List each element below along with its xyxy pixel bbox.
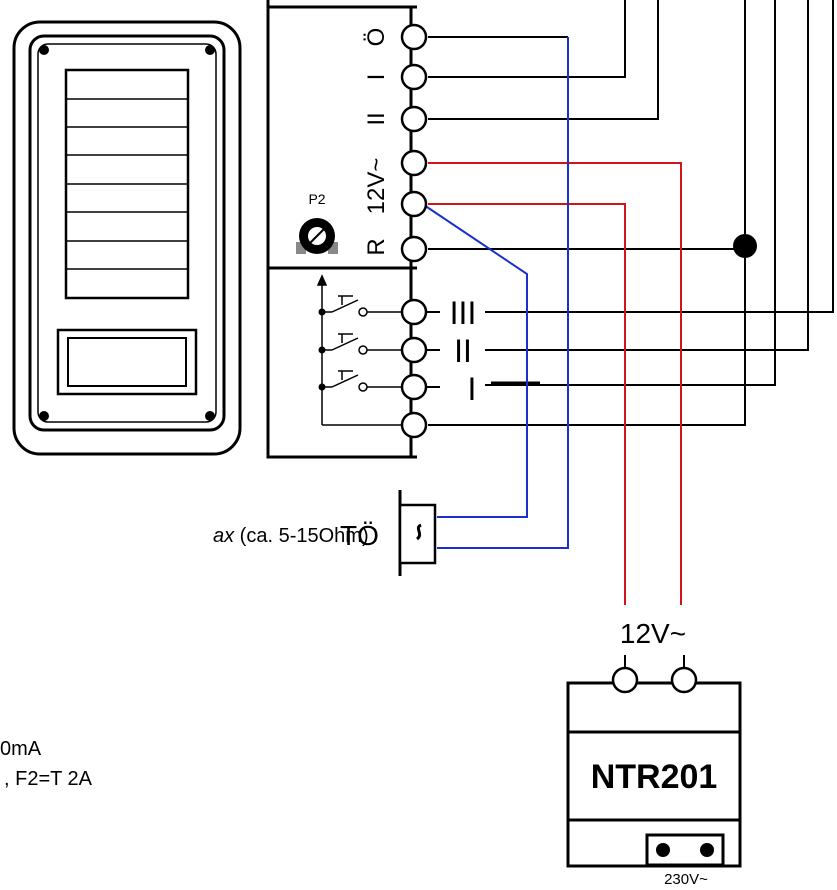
push-buttons <box>316 274 402 426</box>
terminal-screw-icon <box>400 373 428 401</box>
terminal-label-r: R <box>363 238 390 255</box>
terminal-screw-icon <box>400 336 428 364</box>
terminal-screw-icon <box>400 23 428 51</box>
terminal-module <box>266 0 417 459</box>
speaker-grille <box>64 68 190 300</box>
junction-dot <box>318 308 326 316</box>
junction-dot <box>733 234 757 258</box>
terminal-screw-icon <box>400 235 428 263</box>
bottom-terminal-screws <box>400 298 428 439</box>
transformer-name: NTR201 <box>591 758 718 796</box>
terminal-screw-icon <box>400 149 428 177</box>
terminal-label-i: I <box>363 74 390 81</box>
resistance-note-rest: (ca. 5-15Ohm) <box>234 525 368 547</box>
coil-icon <box>415 523 422 541</box>
resistance-note: ax (ca. 5-15Ohm) <box>213 525 369 547</box>
door-opener: TÖ <box>340 490 437 576</box>
screw-icon <box>205 45 215 55</box>
mains-label: 230V~ <box>664 871 708 888</box>
potentiometer-label: P2 <box>308 191 325 207</box>
door-station-panel <box>12 20 242 456</box>
screw-icon <box>205 411 215 421</box>
terminal-label-12v: 12V~ <box>363 158 390 215</box>
mains-connector <box>645 833 725 867</box>
terminal-screw-icon <box>400 411 428 439</box>
button-label-ii: II <box>454 333 472 369</box>
button-label-i: I <box>468 371 477 407</box>
fuse-note: , F2=T 2A <box>4 768 93 790</box>
terminal-screw-icon <box>400 190 428 218</box>
top-terminal-screws <box>400 23 428 263</box>
terminal-label-oe: Ö <box>363 28 390 47</box>
transformer-ntr201: 12V~ NTR201 230V~ <box>566 618 742 888</box>
door-opener-label: TÖ <box>340 520 379 551</box>
connector-pin-icon <box>700 843 714 857</box>
terminal-screw-icon <box>400 63 428 91</box>
screw-icon <box>39 45 49 55</box>
connector-pin-icon <box>656 843 670 857</box>
red-wires <box>428 162 682 605</box>
terminal-screw-icon <box>611 666 639 694</box>
transformer-input-label: 12V~ <box>620 618 686 649</box>
screw-icon <box>39 411 49 421</box>
black-wires <box>428 0 834 426</box>
button-label-iii: III <box>450 295 477 331</box>
resistance-note-italic: ax <box>213 525 235 547</box>
blue-wires <box>423 37 569 549</box>
junction-dot <box>318 383 326 391</box>
current-note: 0mA <box>0 738 42 760</box>
terminal-label-ii: II <box>363 112 390 125</box>
terminal-screw-icon <box>400 298 428 326</box>
junction-dot <box>318 346 326 354</box>
name-plate <box>56 328 198 396</box>
terminal-screw-icon <box>670 666 698 694</box>
potentiometer-p2: P2 <box>296 191 338 254</box>
terminal-screw-icon <box>400 105 428 133</box>
